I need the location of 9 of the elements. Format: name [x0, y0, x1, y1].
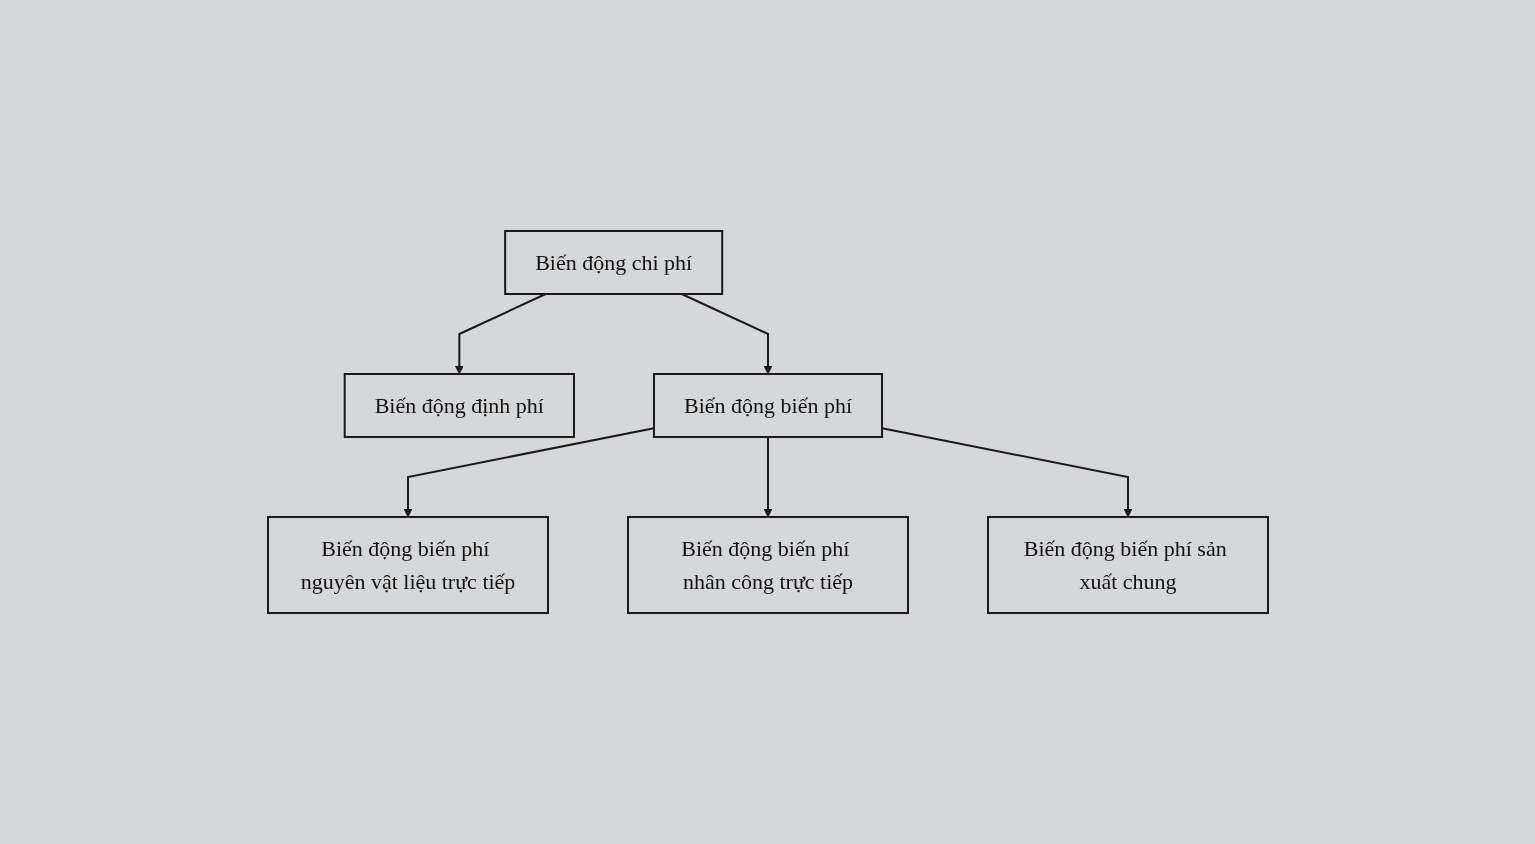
node-box: Biến động chi phí — [503, 230, 723, 295]
arrow — [763, 436, 772, 518]
node-box: Biến động định phí — [343, 373, 575, 438]
node-box: Biến động biến phí nguyên vật liệu trực tiếp — [266, 516, 549, 614]
node-box: Biến động biến phí sản xuất chung — [986, 516, 1269, 614]
arrow — [680, 293, 772, 375]
arrow — [454, 293, 547, 375]
node-box: Biến động biến phí nhân công trực tiếp — [626, 516, 909, 614]
node-box: Biến động biến phí — [652, 373, 883, 438]
